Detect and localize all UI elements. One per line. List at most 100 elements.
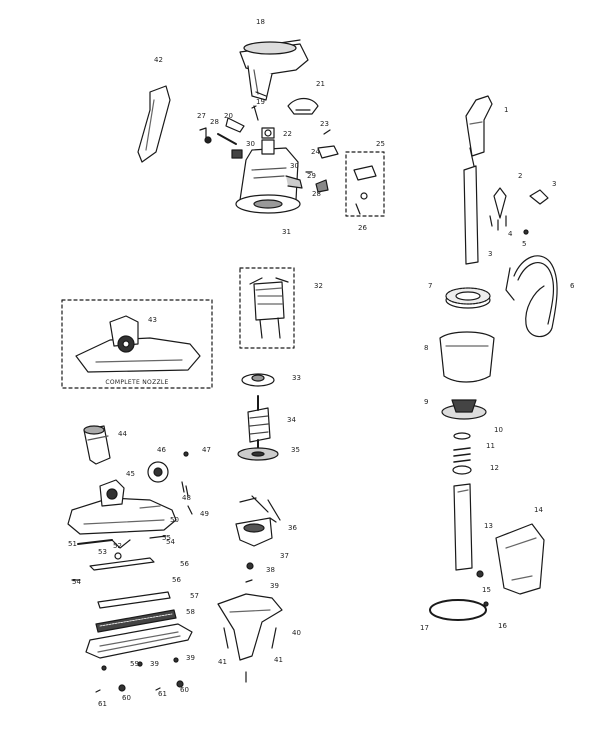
strip [97,591,171,609]
callout-32: 32 [314,282,323,290]
callout-27: 27 [197,112,206,120]
callout-10: 10 [494,426,503,434]
callout-52: 52 [113,542,122,550]
callout-7: 7 [428,282,432,290]
callout-36: 36 [288,524,297,532]
callout-21: 21 [316,80,325,88]
callout-2: 2 [518,172,522,180]
terminal-parts [305,129,339,193]
callout-15: 15 [482,586,491,594]
callout-30-2: 30 [290,162,299,170]
callout-60-2: 60 [180,686,189,694]
fan [237,447,279,461]
linkage-parts [71,535,167,581]
callout-41: 41 [218,658,227,666]
callout-16: 16 [498,622,507,630]
switch-kit-group [345,151,385,217]
callout-56: 56 [180,560,189,568]
callout-56-2: 56 [172,576,181,584]
callout-57: 57 [190,592,199,600]
base-plate [217,593,283,683]
callout-20: 20 [224,112,233,120]
callout-9: 9 [424,398,428,406]
callout-40: 40 [292,629,301,637]
callout-49: 49 [200,510,209,518]
switch-parts [199,105,275,159]
callout-44: 44 [118,430,127,438]
callout-35: 35 [291,446,300,454]
callout-37: 37 [280,552,289,560]
spring-clip-parts [181,451,193,515]
callout-54: 54 [72,578,81,586]
callout-34: 34 [287,416,296,424]
callout-18: 18 [256,18,265,26]
bearing-cap [241,373,275,387]
callout-59: 59 [130,660,139,668]
upper-tube [463,95,493,265]
dust-cup [495,523,545,595]
callout-8: 8 [424,344,428,352]
field-assembly-group [239,267,295,349]
callout-50: 50 [170,516,179,524]
brush-roll [95,609,177,633]
callout-1: 1 [504,106,508,114]
plug-connector [489,187,549,235]
callout-43: 43 [148,316,157,324]
callout-26: 26 [358,224,367,232]
callout-38: 38 [266,566,275,574]
callout-51: 51 [68,540,77,548]
washer-nut-spring [452,432,472,475]
callout-61: 61 [98,700,107,708]
callout-58: 58 [186,608,195,616]
lower-tube [453,483,473,571]
callout-55: 55 [162,534,171,542]
callout-14: 14 [534,506,543,514]
callout-39: 39 [270,582,279,590]
cord-hook [287,97,319,115]
callout-5: 5 [522,240,526,248]
complete-nozzle-inset: COMPLETE NOZZLE [61,299,213,389]
fan-housing [235,517,273,547]
callout-17: 17 [420,624,429,632]
callout-46: 46 [157,446,166,454]
callout-61-2: 61 [158,690,167,698]
callout-28-2: 28 [312,190,321,198]
callout-53: 53 [98,548,107,556]
callout-19: 19 [256,98,265,106]
callout-22: 22 [283,130,292,138]
callout-labels: 1842212728281920222324252629303031323334… [68,18,575,708]
callout-41-2: 41 [274,656,283,664]
callout-12: 12 [490,464,499,472]
callout-29: 29 [307,172,316,180]
filter-cap [441,399,487,420]
power-cord [505,255,558,338]
handle-bracket [137,85,171,163]
handle-grip [239,39,309,101]
callout-30: 30 [246,140,255,148]
callout-60: 60 [122,694,131,702]
hose-connector [83,425,111,465]
callout-31: 31 [282,228,291,236]
armature [247,395,271,451]
nozzle-body [67,479,177,535]
callout-33: 33 [292,374,301,382]
callout-11: 11 [486,442,495,450]
callout-47: 47 [202,446,211,454]
callout-4: 4 [508,230,513,238]
wheel-46 [147,461,169,483]
callout-3-2: 3 [488,250,492,258]
filter-ring [445,287,491,309]
axle-bar [89,552,155,571]
callout-39-2: 39 [150,660,159,668]
callout-3: 3 [552,180,556,188]
motor-housing [235,139,303,214]
belt [429,570,489,621]
bottom-small-parts [95,657,184,693]
callout-28: 28 [210,118,219,126]
callout-48: 48 [182,494,191,502]
bottom-plate [85,623,193,659]
callout-25: 25 [376,140,385,148]
filter-bag [439,331,495,383]
callout-24: 24 [311,148,320,156]
